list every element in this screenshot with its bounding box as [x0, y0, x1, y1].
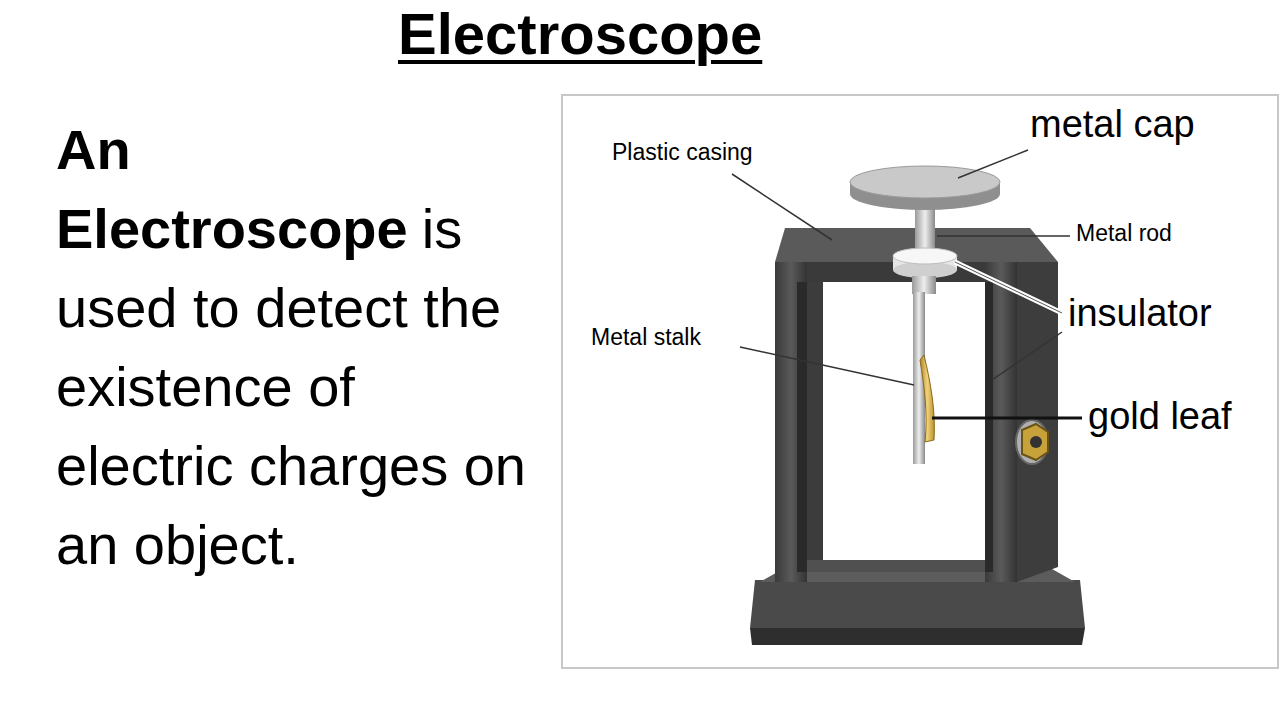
part-label: Plastic casing: [612, 140, 753, 165]
plastic-casing: [750, 228, 1085, 645]
part-label: gold leaf: [1088, 396, 1232, 438]
terminal-knob: [1016, 420, 1048, 464]
leader-lines: [732, 150, 1082, 418]
metal-cap-disc: [850, 166, 1000, 210]
bold-term: An Electroscope: [56, 118, 408, 260]
gold-leaf-shape: [920, 355, 934, 442]
part-label: metal cap: [1030, 104, 1195, 146]
definition-text: An Electroscopeis used to detect the exi…: [56, 110, 536, 584]
picture-frame: [562, 95, 1278, 668]
part-label: Metal rod: [1076, 221, 1172, 246]
metal-rod-lower: [912, 276, 936, 294]
part-label: insulator: [1068, 293, 1212, 335]
page-title: Electroscope: [398, 2, 762, 66]
part-label: Metal stalk: [591, 325, 701, 350]
insulator-bush: [893, 248, 957, 278]
